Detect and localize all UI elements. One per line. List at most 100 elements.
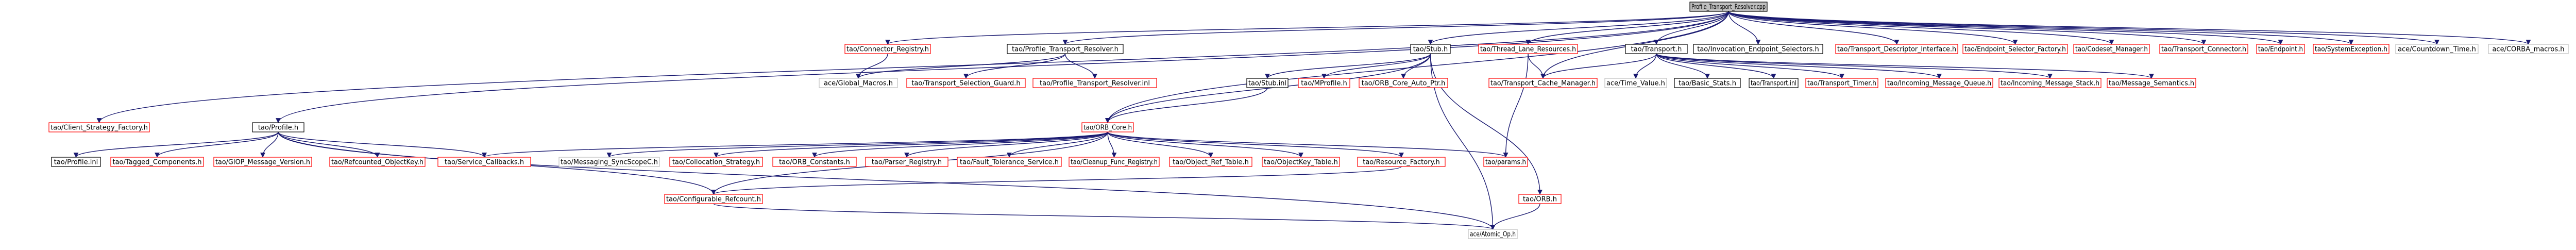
node-tao-tagged-components-h[interactable]: tao/Tagged_Components.h — [110, 157, 204, 167]
node-box — [1749, 78, 1799, 88]
node-label: tao/Parser_Registry.h — [872, 159, 942, 166]
node-label: tao/Stub.inl — [1248, 80, 1286, 88]
edge-n31-to-n37 — [606, 131, 1108, 158]
node-tao-params-h[interactable]: tao/params.h — [1483, 157, 1528, 167]
node-tao-endpoint-selector-factory-h[interactable]: tao/Endpoint_Selector_Factory.h — [1962, 44, 2068, 54]
node-box — [664, 194, 763, 204]
node-tao-client-strategy-factory-h[interactable]: tao/Client_Strategy_Factory.h — [48, 122, 150, 132]
node-ace-time-value-h[interactable]: ace/Time_Value.h — [1604, 78, 1667, 88]
edge-n5-to-n23 — [1656, 53, 1710, 79]
node-tao-messaging-syncscopec-h[interactable]: tao/Messaging_SyncScopeC.h — [558, 157, 660, 167]
node-box — [252, 122, 304, 132]
node-tao-fault-tolerance-service-h[interactable]: tao/Fault_Tolerance_Service.h — [957, 157, 1062, 167]
node-tao-cleanup-func-registry-h[interactable]: tao/Cleanup_Func_Registry.h — [1069, 157, 1160, 167]
node-tao-configurable-refcount-h[interactable]: tao/Configurable_Refcount.h — [664, 194, 763, 204]
node-box — [437, 157, 531, 167]
node-label: tao/ORB_Constants.h — [779, 159, 850, 166]
node-box — [2395, 44, 2479, 54]
node-label: ace/Global_Macros.h — [824, 80, 893, 88]
edge-n30-to-n36 — [278, 131, 487, 158]
edge-root-to-n1 — [885, 11, 1729, 45]
node-label: tao/Connector_Registry.h — [846, 46, 929, 54]
node-tao-basic-stats-h[interactable]: tao/Basic_Stats.h — [1674, 78, 1741, 88]
node-box — [110, 157, 204, 167]
node-label: tao/Message_Semantics.h — [2109, 80, 2194, 88]
node-tao-orb-core-h[interactable]: tao/ORB_Core.h — [1081, 122, 1134, 132]
node-box — [906, 78, 1026, 88]
node-box — [1357, 157, 1446, 167]
node-tao-refcounted-objectkey-h[interactable]: tao/Refcounted_ObjectKey.h — [329, 157, 426, 167]
node-label: Profile_Transport_Resolver.cpp — [1691, 4, 1766, 11]
node-label: tao/Configurable_Refcount.h — [666, 196, 761, 204]
edge-n31-to-n46 — [1107, 131, 1509, 158]
node-label: tao/GIOP_Message_Version.h — [215, 159, 310, 166]
node-tao-transport-selection-guard-h[interactable]: tao/Transport_Selection_Guard.h — [906, 78, 1026, 88]
edge-n5-to-n22 — [1633, 53, 1657, 79]
node-tao-mprofile-h[interactable]: tao/MProfile.h — [1298, 78, 1350, 88]
node-label: tao/params.h — [1485, 159, 1526, 166]
node-ace-countdown-time-h[interactable]: ace/Countdown_Time.h — [2395, 44, 2479, 54]
node-tao-parser-registry-h[interactable]: tao/Parser_Registry.h — [865, 157, 948, 167]
node-ace-atomic-op-h[interactable]: ace/Atomic_Op.h — [1468, 229, 1518, 239]
node-box — [1488, 78, 1598, 88]
edge-n31-to-n40 — [904, 131, 1108, 158]
node-label: tao/Profile.inl — [54, 159, 98, 166]
node-tao-resource-factory-h[interactable]: tao/Resource_Factory.h — [1357, 157, 1446, 167]
node-tao-incoming-message-stack-h[interactable]: tao/Incoming_Message_Stack.h — [1998, 78, 2102, 88]
node-ace-global-macros-h[interactable]: ace/Global_Macros.h — [819, 78, 898, 88]
node-label: tao/ORB_Core.h — [1083, 124, 1132, 132]
node-tao-transport-timer-h[interactable]: tao/Transport_Timer.h — [1805, 78, 1878, 88]
node-label: tao/Transport_Selection_Guard.h — [911, 80, 1020, 88]
edge-n5-to-n27 — [1656, 53, 2053, 79]
edge-root-to-n5 — [1654, 11, 1729, 45]
node-label: tao/Object_Ref_Table.h — [1173, 159, 1249, 166]
node-tao-collocation-strategy-h[interactable]: tao/Collocation_Strategy.h — [669, 157, 763, 167]
node-tao-profile-h[interactable]: tao/Profile.h — [252, 122, 304, 132]
node-tao-invocation-endpoint-selectors-h[interactable]: tao/Invocation_Endpoint_Selectors.h — [1693, 44, 1823, 54]
node-label: tao/ObjectKey_Table.h — [1264, 159, 1338, 166]
node-tao-orb-core-auto-ptr-h[interactable]: tao/ORB_Core_Auto_Ptr.h — [1359, 78, 1448, 88]
node-box — [669, 157, 763, 167]
node-label: tao/Client_Strategy_Factory.h — [50, 124, 148, 132]
node-tao-thread-lane-resources-h[interactable]: tao/Thread_Lane_Resources.h — [1478, 44, 1578, 54]
node-tao-connector-registry-h[interactable]: tao/Connector_Registry.h — [844, 44, 931, 54]
node-box — [1689, 2, 1768, 12]
node-tao-transport-connector-h[interactable]: tao/Transport_Connector.h — [2159, 44, 2248, 54]
node-box — [1246, 78, 1289, 88]
node-ace-corba-macros-h[interactable]: ace/CORBA_macros.h — [2488, 44, 2569, 54]
node-box — [329, 157, 426, 167]
node-tao-service-callbacks-h[interactable]: tao/Service_Callbacks.h — [437, 157, 531, 167]
node-tao-profile-transport-resolver-inl[interactable]: tao/Profile_Transport_Resolver.inl — [1032, 78, 1157, 88]
node-label: tao/Endpoint.h — [2258, 46, 2303, 54]
node-tao-incoming-message-queue-h[interactable]: tao/Incoming_Message_Queue.h — [1885, 78, 1993, 88]
node-profile-transport-resolver-cpp: Profile_Transport_Resolver.cpp — [1689, 2, 1768, 12]
edge-n5-to-n25 — [1656, 53, 1844, 79]
edge-n3-to-n48 — [1430, 53, 1543, 195]
node-label: tao/Transport.h — [1631, 46, 1682, 54]
edges-layer — [73, 11, 2531, 230]
edge-n31-to-n36 — [482, 131, 1108, 158]
node-tao-endpoint-h[interactable]: tao/Endpoint.h — [2256, 44, 2305, 54]
node-tao-objectkey-table-h[interactable]: tao/ObjectKey_Table.h — [1262, 157, 1340, 167]
node-tao-giop-message-version-h[interactable]: tao/GIOP_Message_Version.h — [213, 157, 312, 167]
node-tao-systemexception-h[interactable]: tao/SystemException.h — [2313, 44, 2389, 54]
node-tao-transport-h[interactable]: tao/Transport.h — [1625, 44, 1688, 54]
node-tao-transport-descriptor-interface-h[interactable]: tao/Transport_Descriptor_Interface.h — [1835, 44, 1958, 54]
node-tao-transport-inl[interactable]: tao/Transport.inl — [1749, 78, 1799, 88]
node-tao-profile-transport-resolver-h[interactable]: tao/Profile_Transport_Resolver.h — [1007, 44, 1124, 54]
node-tao-stub-h[interactable]: tao/Stub.h — [1410, 44, 1451, 54]
edge-n5-to-n28 — [1656, 53, 2154, 79]
node-tao-orb-constants-h[interactable]: tao/ORB_Constants.h — [772, 157, 857, 167]
node-tao-message-semantics-h[interactable]: tao/Message_Semantics.h — [2107, 78, 2196, 88]
edge-n31-to-n45 — [1107, 131, 1404, 158]
node-tao-orb-h[interactable]: tao/ORB.h — [1518, 194, 1562, 204]
node-tao-object-ref-table-h[interactable]: tao/Object_Ref_Table.h — [1169, 157, 1252, 167]
node-tao-stub-inl[interactable]: tao/Stub.inl — [1246, 78, 1289, 88]
node-tao-transport-cache-manager-h[interactable]: tao/Transport_Cache_Manager.h — [1488, 78, 1598, 88]
node-label: tao/Basic_Stats.h — [1679, 80, 1736, 88]
node-box — [1032, 78, 1157, 88]
node-box — [1081, 122, 1134, 132]
node-tao-profile-inl[interactable]: tao/Profile.inl — [51, 157, 101, 167]
node-label: tao/Tagged_Components.h — [112, 159, 201, 166]
node-tao-codeset-manager-h[interactable]: tao/Codeset_Manager.h — [2073, 44, 2150, 54]
